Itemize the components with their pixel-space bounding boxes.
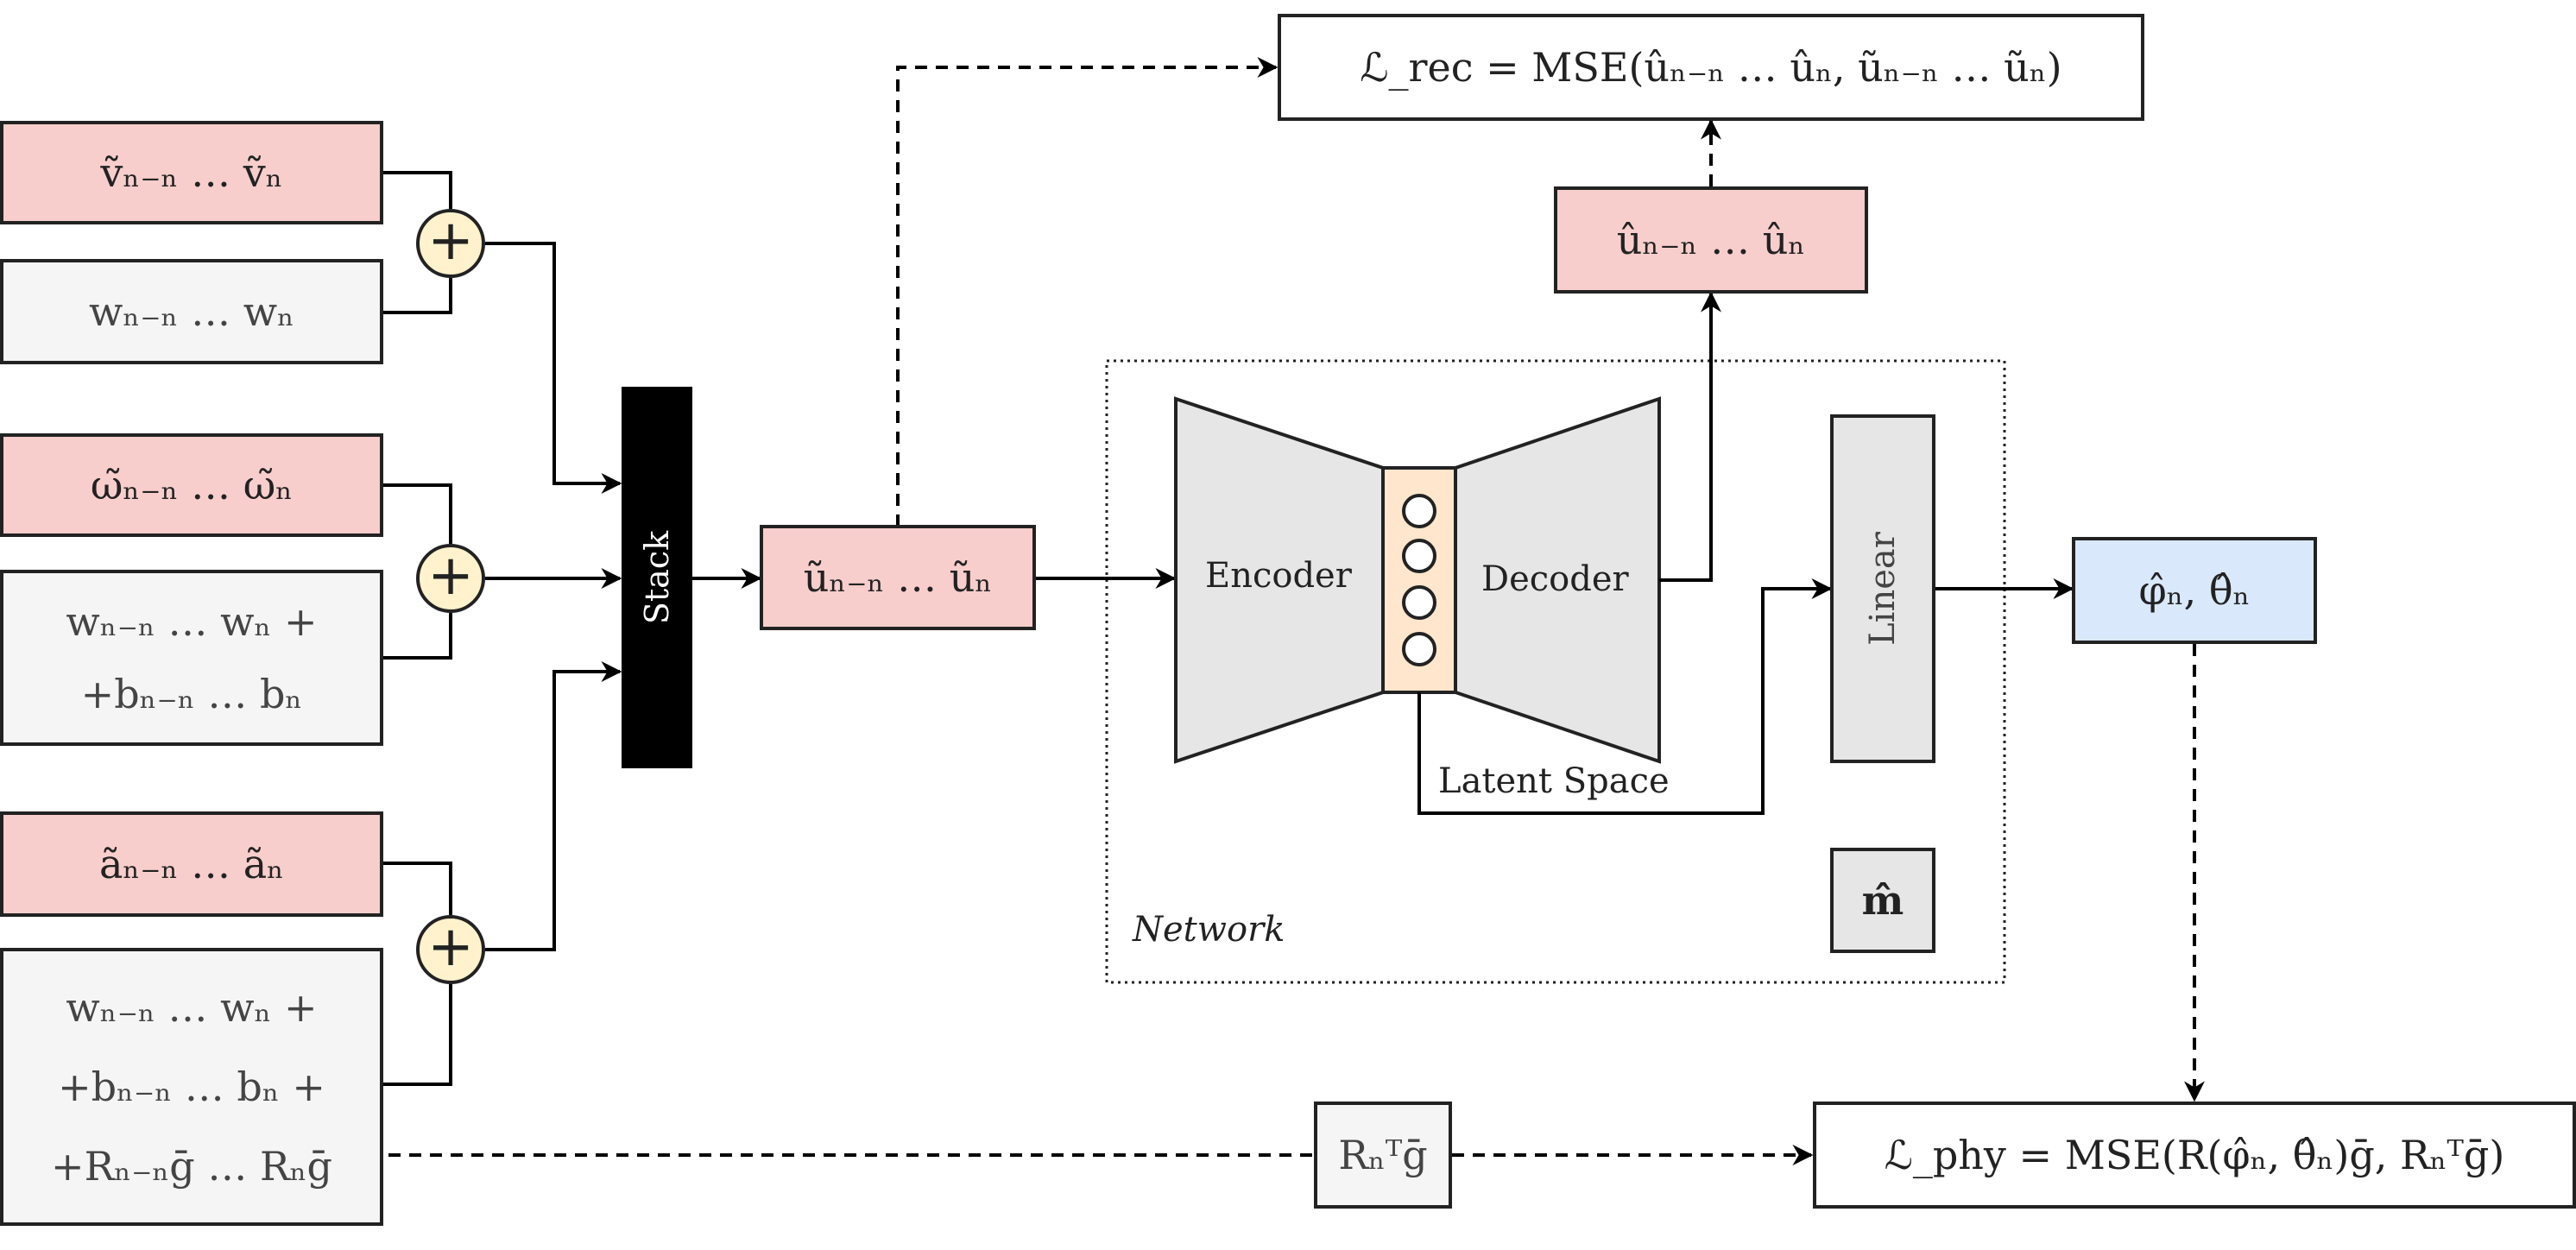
acceleration-measurement-box: ãₙ₋ₙ … ãₙ	[0, 811, 383, 917]
edge-sum1-to-stack	[485, 242, 622, 494]
linear-label: Linear	[1863, 532, 1904, 646]
acceleration-noise-line-2: +bₙ₋ₙ … bₙ +	[58, 1064, 325, 1110]
acceleration-noise-line-1: wₙ₋ₙ … wₙ +	[66, 984, 318, 1031]
acceleration-measurement-label: ãₙ₋ₙ … ãₙ	[98, 841, 285, 887]
m-hat-label: m̂	[1861, 877, 1904, 924]
latent-space-label: Latent Space	[1438, 761, 1670, 801]
decoder-label: Decoder	[1481, 559, 1629, 599]
edge-v-to-sum	[382, 171, 452, 209]
angular-rate-measurement-label: ω̃ₙ₋ₙ … ω̃ₙ	[90, 462, 294, 508]
velocity-noise-label: wₙ₋ₙ … wₙ	[89, 288, 294, 335]
stack-label: Stack	[638, 530, 676, 625]
edge-womega-to-sum	[382, 613, 452, 660]
edge-a-to-sum	[382, 862, 452, 915]
latent-node	[1402, 539, 1436, 573]
velocity-measurement-label: ṽₙ₋ₙ … ṽₙ	[100, 149, 283, 196]
physics-loss-box: ℒ_phy = MSE(R(φ̂ₙ, θ̂ₙ)ḡ, Rₙᵀḡ)	[1813, 1102, 2576, 1209]
edge-omega-to-sum	[382, 483, 452, 544]
sum-node-angular-rate: +	[416, 544, 485, 613]
stack-block: Stack	[622, 387, 692, 768]
velocity-noise-box: wₙ₋ₙ … wₙ	[0, 259, 383, 364]
network-boundary	[1105, 359, 2006, 984]
stacked-input-label: ũₙ₋ₙ … ũₙ	[803, 554, 993, 601]
edge-decoder-to-reconstruction	[1659, 291, 1721, 582]
latent-node	[1402, 585, 1436, 620]
sum-node-acceleration: +	[416, 915, 485, 984]
reconstruction-loss-box: ℒ_rec = MSE(ûₙ₋ₙ … ûₙ, ũₙ₋ₙ … ũₙ)	[1278, 14, 2144, 121]
sum-node-velocity: +	[416, 209, 485, 278]
angular-rate-noise-line-1: wₙ₋ₙ … wₙ +	[66, 598, 318, 646]
reconstruction-box: ûₙ₋ₙ … ûₙ	[1554, 186, 1868, 294]
acceleration-noise-box: wₙ₋ₙ … wₙ + +bₙ₋ₙ … bₙ + +Rₙ₋ₙḡ … Rₙḡ	[0, 948, 383, 1226]
angular-rate-noise-line-2: +bₙ₋ₙ … bₙ	[80, 670, 303, 717]
edge-sum3-to-stack	[485, 661, 622, 951]
edge-latent-to-linear	[1417, 578, 1833, 815]
edge-wv-to-sum	[382, 278, 452, 314]
attitude-output-label: φ̂ₙ, θ̂ₙ	[2138, 567, 2251, 614]
physics-loss-label: ℒ_phy = MSE(R(φ̂ₙ, θ̂ₙ)ḡ, Rₙᵀḡ)	[1884, 1132, 2505, 1178]
stacked-input-box: ũₙ₋ₙ … ũₙ	[760, 525, 1036, 630]
encoder-label: Encoder	[1205, 556, 1352, 596]
latent-node	[1402, 494, 1436, 528]
velocity-measurement-box: ṽₙ₋ₙ … ṽₙ	[0, 121, 383, 224]
edge-input-to-loss-rec	[896, 57, 1279, 527]
gravity-term-label: Rₙᵀḡ	[1338, 1132, 1428, 1178]
m-hat-box: m̂	[1830, 848, 1935, 953]
angular-rate-noise-box: wₙ₋ₙ … wₙ + +bₙ₋ₙ … bₙ	[0, 570, 383, 746]
angular-rate-measurement-box: ω̃ₙ₋ₙ … ω̃ₙ	[0, 433, 383, 537]
attitude-output-box: φ̂ₙ, θ̂ₙ	[2072, 537, 2317, 644]
reconstruction-loss-label: ℒ_rec = MSE(ûₙ₋ₙ … ûₙ, ũₙ₋ₙ … ũₙ)	[1360, 44, 2062, 91]
reconstruction-label: ûₙ₋ₙ … ûₙ	[1616, 217, 1806, 263]
acceleration-noise-line-3: +Rₙ₋ₙḡ … Rₙḡ	[51, 1143, 332, 1190]
network-label: Network	[1133, 910, 1285, 950]
latent-node	[1402, 632, 1436, 666]
gravity-term-box: Rₙᵀḡ	[1314, 1102, 1452, 1209]
edge-wa-to-sum	[382, 984, 452, 1086]
linear-block: Linear	[1830, 414, 1935, 763]
